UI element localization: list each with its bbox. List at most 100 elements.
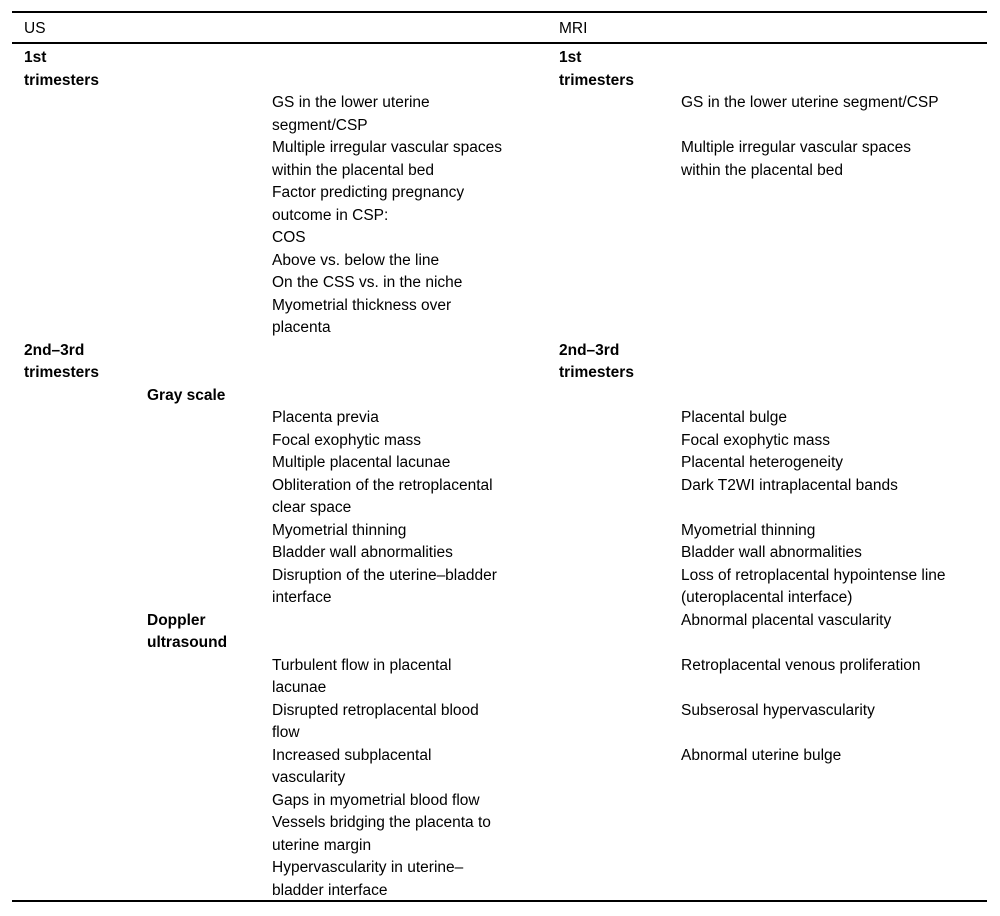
column-header-us: US <box>24 20 46 37</box>
us-finding-line: segment/CSP <box>272 116 368 134</box>
us-subheading-label: Doppler <box>147 611 206 629</box>
us-finding-line: Multiple irregular vascular spaces <box>272 139 503 156</box>
us-finding-line: COS <box>272 229 306 246</box>
us-finding-line: Hypervascularity in uterine– <box>272 859 464 876</box>
us-finding-line: bladder interface <box>272 881 388 899</box>
us-finding-line: Placenta previa <box>272 409 379 426</box>
table-line: Hypervascularity in uterine– <box>0 857 1000 880</box>
table-line: Myometrial thickness over <box>0 295 1000 318</box>
table-line: Multiple irregular vascular spaces Multip… <box>0 137 1000 160</box>
us-group-label: trimesters <box>24 364 99 381</box>
mri-finding-line: Myometrial thinning <box>681 521 816 539</box>
table-header-rule <box>12 42 987 44</box>
table-line: lacunae <box>0 677 1000 700</box>
us-finding-line: Myometrial thickness over <box>272 296 452 314</box>
table-line: Above vs. below the line <box>0 250 1000 273</box>
us-subheading-label: ultrasound <box>147 634 228 651</box>
mri-finding-line: Abnormal placental vascularity <box>681 611 892 629</box>
mri-finding-line: Multiple irregular vascular spaces <box>681 139 912 156</box>
us-finding-line: GS in the lower uterine <box>272 94 430 111</box>
us-finding-line: clear space <box>272 499 352 516</box>
table-line: Disrupted retroplacental blood Subserosal… <box>0 700 1000 723</box>
mri-finding-line: Dark T2WI intraplacental bands <box>681 476 898 494</box>
us-group-label: 1st <box>24 49 47 66</box>
us-group-label: 2nd–3rd <box>24 341 85 359</box>
table-line: Disruption of the uterine–bladder Loss of… <box>0 565 1000 588</box>
table-line: uterine margin <box>0 835 1000 858</box>
us-finding-line: outcome in CSP: <box>272 206 389 224</box>
us-finding-line: Obliteration of the retroplacental <box>272 476 493 494</box>
mri-finding-line: Focal exophytic mass <box>681 431 831 449</box>
us-finding-line: Turbulent flow in placental <box>272 656 452 674</box>
table-top-rule <box>12 11 987 13</box>
table-line: GS in the lower uterine GS in the lower u… <box>0 92 1000 115</box>
mri-finding-line: (uteroplacental interface) <box>681 589 853 606</box>
us-finding-line: Myometrial thinning <box>272 521 407 539</box>
us-finding-line: Increased subplacental <box>272 746 432 764</box>
table-line: Focal exophytic mass Focal exophytic mass <box>0 430 1000 453</box>
table-line: interface (uteroplacental interface) <box>0 587 1000 610</box>
us-finding-line: within the placental bed <box>272 161 435 179</box>
table-line: Factor predicting pregnancy <box>0 182 1000 205</box>
us-finding-line: Disruption of the uterine–bladder <box>272 566 497 584</box>
table-line: Doppler Abnormal placental vascularity <box>0 610 1000 633</box>
us-finding-line: Gaps in myometrial blood flow <box>272 791 480 809</box>
table-line: COS <box>0 227 1000 250</box>
table-line: trimesters trimesters <box>0 70 1000 93</box>
table-line: segment/CSP <box>0 115 1000 138</box>
table-bottom-rule <box>12 900 987 902</box>
mri-group-label: trimesters <box>559 364 634 381</box>
us-finding-line: Bladder wall abnormalities <box>272 544 453 561</box>
table-line: On the CSS vs. in the niche <box>0 272 1000 295</box>
us-finding-line: Factor predicting pregnancy <box>272 184 465 201</box>
table-line: Bladder wall abnormalities Bladder wall a… <box>0 542 1000 565</box>
mri-finding-line: Loss of retroplacental hypointense line <box>681 566 946 584</box>
table-line: 2nd–3rd 2nd–3rd <box>0 340 1000 363</box>
us-finding-line: uterine margin <box>272 836 372 854</box>
table-line: outcome in CSP: <box>0 205 1000 228</box>
table-line: Turbulent flow in placental Retroplacenta… <box>0 655 1000 678</box>
table-line: vascularity <box>0 767 1000 790</box>
table-line: placenta <box>0 317 1000 340</box>
table-line: 1st 1st <box>0 47 1000 70</box>
table-line: Myometrial thinning Myometrial thinning <box>0 520 1000 543</box>
mri-finding-line: Placental heterogeneity <box>681 454 844 471</box>
table-line: flow <box>0 722 1000 745</box>
mri-finding-line: Bladder wall abnormalities <box>681 544 862 561</box>
mri-finding-line: Retroplacental venous proliferation <box>681 656 921 674</box>
us-finding-line: vascularity <box>272 769 346 786</box>
table-line: Obliteration of the retroplacental Dark T… <box>0 475 1000 498</box>
mri-group-label: 2nd–3rd <box>559 341 620 359</box>
table-line: Multiple placental lacunae Placental hete… <box>0 452 1000 475</box>
table-line: Vessels bridging the placenta to <box>0 812 1000 835</box>
table-line: ultrasound <box>0 632 1000 655</box>
table-line: bladder interface <box>0 880 1000 903</box>
us-finding-line: interface <box>272 589 332 606</box>
us-group-label: trimesters <box>24 71 99 89</box>
us-finding-line: flow <box>272 724 300 741</box>
mri-finding-line: Abnormal uterine bulge <box>681 746 842 764</box>
mri-group-label: 1st <box>559 49 582 66</box>
us-subheading-label: Gray scale <box>147 386 226 404</box>
us-finding-line: On the CSS vs. in the niche <box>272 274 463 291</box>
column-header-mri: MRI <box>559 20 588 37</box>
table-line: clear space <box>0 497 1000 520</box>
us-finding-line: Multiple placental lacunae <box>272 454 451 471</box>
table-line: Gray scale <box>0 385 1000 408</box>
us-finding-line: Focal exophytic mass <box>272 431 422 449</box>
table-line: Gaps in myometrial blood flow <box>0 790 1000 813</box>
table-body: 1st 1st trimesters trimesters GS in the lowe… <box>0 47 1000 902</box>
us-finding-line: Above vs. below the line <box>272 251 440 269</box>
table-line: Increased subplacental Abnormal uterine b… <box>0 745 1000 768</box>
table-line: within the placental bed within the place… <box>0 160 1000 183</box>
mri-finding-line: Subserosal hypervascularity <box>681 701 875 719</box>
table-line: trimesters trimesters <box>0 362 1000 385</box>
mri-finding-line: GS in the lower uterine segment/CSP <box>681 94 939 111</box>
mri-group-label: trimesters <box>559 71 634 89</box>
us-finding-line: Disrupted retroplacental blood <box>272 701 479 719</box>
us-finding-line: Vessels bridging the placenta to <box>272 814 491 831</box>
mri-finding-line: within the placental bed <box>681 161 844 179</box>
us-finding-line: lacunae <box>272 679 327 696</box>
